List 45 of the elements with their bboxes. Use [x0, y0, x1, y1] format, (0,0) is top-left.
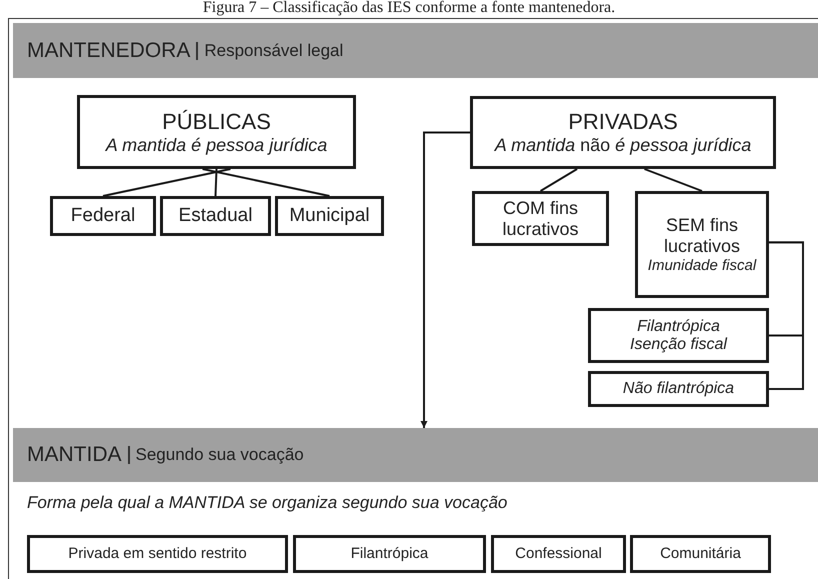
- category-box: [160, 196, 271, 236]
- box-text: Isenção fiscal: [630, 336, 727, 354]
- box-heading: PÚBLICAS: [162, 108, 271, 134]
- arrow: [420, 132, 470, 428]
- category-box: [635, 191, 769, 298]
- box-text: Não filantrópica: [622, 380, 734, 398]
- category-box: [491, 535, 626, 573]
- category-box: [588, 371, 769, 407]
- category-box: [50, 196, 156, 236]
- section-subtitle: Responsável legal: [196, 42, 344, 60]
- box-description: Imunidade fiscal: [648, 256, 756, 274]
- section-subtitle: Segundo sua vocação: [128, 446, 304, 464]
- section-band: [13, 428, 818, 482]
- category-box: [470, 96, 776, 169]
- connector-line: [644, 168, 702, 192]
- box-text: COM fins lucrativos: [501, 198, 580, 240]
- category-box: [275, 196, 384, 236]
- section-title: MANTIDA: [27, 443, 122, 467]
- category-box: [293, 535, 486, 573]
- box-text: Privada em sentido restrito: [68, 545, 247, 563]
- figure-title: Figura 7 – Classificação das IES conforme a fonte mantenedora.: [202, 0, 616, 17]
- connector-line: [202, 168, 330, 197]
- box-text: Filantrópica: [637, 318, 720, 336]
- connector-line: [540, 168, 578, 192]
- category-box: [588, 308, 769, 363]
- note-text: Forma pela qual a MANTIDA se organiza segundo sua vocação: [27, 493, 508, 513]
- connector-line: [102, 168, 231, 197]
- box-text: Estadual: [178, 205, 252, 227]
- box-text: Municipal: [289, 205, 370, 227]
- box-text: Filantrópica: [350, 545, 428, 563]
- category-box: [630, 535, 771, 573]
- section-band: [13, 23, 818, 78]
- box-description: A mantida é pessoa jurídica: [106, 134, 328, 156]
- connector-line: [214, 168, 218, 196]
- box-text: Comunitária: [660, 545, 741, 563]
- box-heading: SEM fins lucrativos: [662, 215, 742, 257]
- category-box: [27, 535, 288, 573]
- box-heading: PRIVADAS: [568, 109, 678, 135]
- box-text: Confessional: [515, 545, 602, 563]
- category-box: [77, 95, 356, 169]
- section-title: MANTENEDORA: [27, 38, 190, 62]
- box-description: A mantida não é pessoa jurídica: [494, 135, 752, 156]
- category-box: [472, 191, 609, 246]
- box-text: Federal: [70, 205, 136, 227]
- connector-line: [769, 241, 804, 390]
